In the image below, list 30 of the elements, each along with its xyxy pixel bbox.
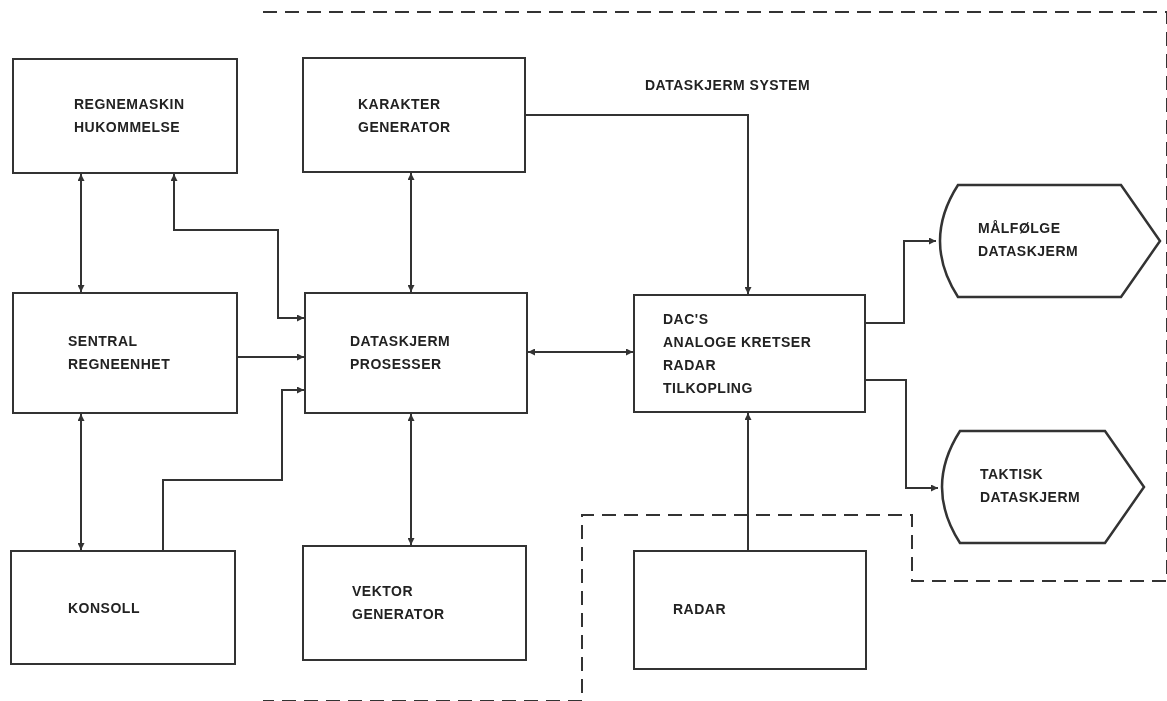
box-label: RADAR (673, 600, 728, 619)
box-label: KARAKTER GENERATOR (358, 95, 452, 137)
process-box (302, 57, 526, 173)
process-box (302, 545, 527, 661)
connector-arrow (162, 386, 305, 551)
connector-arrow (77, 173, 85, 293)
connector-arrow (744, 412, 752, 551)
connector-arrow (525, 114, 752, 295)
connector-arrow (407, 413, 415, 546)
connector-arrow (865, 237, 937, 324)
connector-arrow (865, 379, 939, 492)
connector-arrow (77, 413, 85, 551)
connector-arrow (407, 172, 415, 293)
system-title: DATASKJERM SYSTEM (645, 76, 812, 95)
box-label: MÅLFØLGE DATASKJERM (978, 219, 1080, 261)
box-label: DATASKJERM PROSESSER (350, 332, 452, 374)
box-label: VEKTOR GENERATOR (352, 582, 446, 624)
connector-arrow (527, 348, 634, 356)
connector-arrow (237, 353, 305, 361)
box-label: DAC'S ANALOGE KRETSER RADAR TILKOPLING (663, 310, 813, 398)
connector-arrow (170, 173, 305, 322)
process-box (12, 292, 238, 414)
box-label: REGNEMASKIN HUKOMMELSE (74, 95, 186, 137)
process-box (304, 292, 528, 414)
box-label: KONSOLL (68, 599, 141, 618)
box-label: SENTRAL REGNEENHET (68, 332, 172, 374)
box-label: TAKTISK DATASKJERM (980, 465, 1082, 507)
process-box (633, 294, 866, 413)
process-box (12, 58, 238, 174)
process-box (10, 550, 236, 665)
